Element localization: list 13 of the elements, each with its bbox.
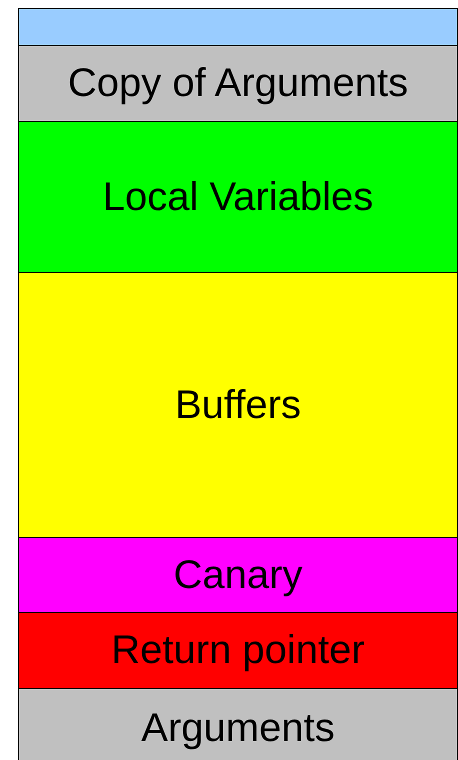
memory-block <box>18 8 458 46</box>
stack-segment <box>18 688 458 760</box>
stack-segment <box>18 272 458 538</box>
segment-label: Arguments <box>141 706 335 750</box>
stack-segment <box>18 45 458 122</box>
segment-label: Local Variables <box>102 174 374 220</box>
stack-segment <box>18 612 458 689</box>
segment-label: Canary <box>174 552 302 598</box>
stack-segment <box>18 537 458 613</box>
stack-segment <box>18 121 458 273</box>
segment-label: Return pointer <box>111 628 365 673</box>
segment-label: Buffers <box>175 382 301 428</box>
segment-label: Copy of Arguments <box>68 61 408 106</box>
